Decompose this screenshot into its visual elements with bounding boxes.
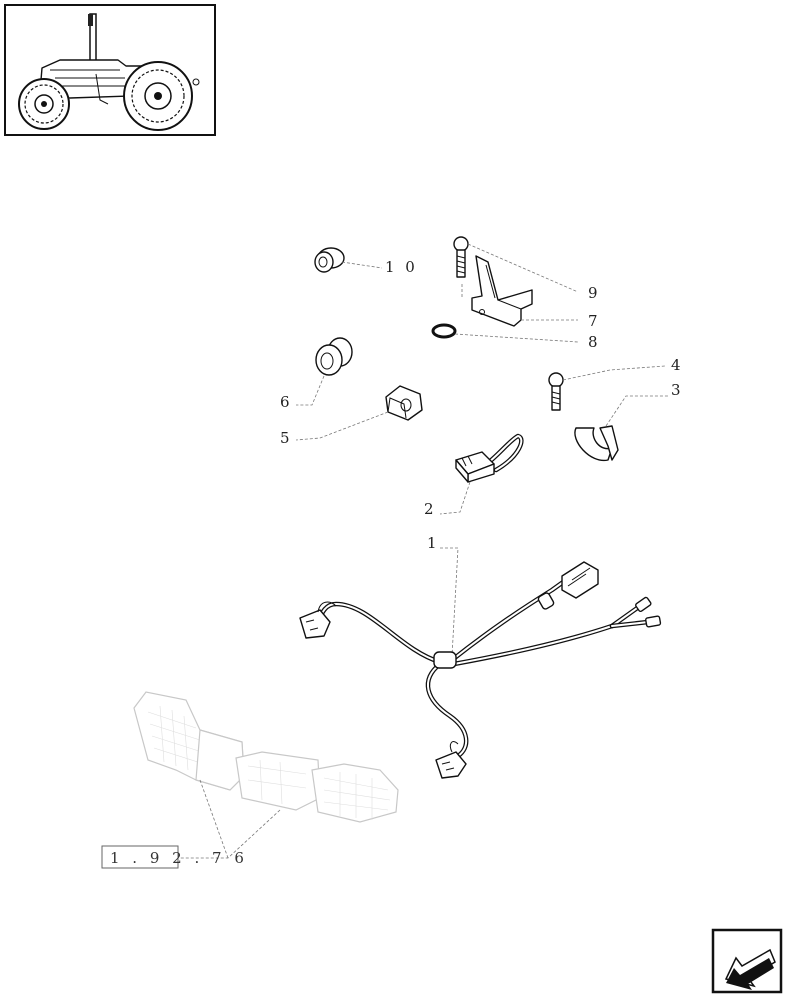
part-1-wiring-harness — [299, 547, 662, 779]
callout-7: 7 — [588, 312, 601, 330]
part-2-connector — [439, 433, 524, 515]
part-10-grommet — [314, 247, 383, 273]
callout-8: 8 — [588, 333, 601, 351]
reference-box[interactable]: 1 . 9 2 . 7 6 — [101, 845, 248, 869]
part-4-plug — [296, 337, 353, 406]
callout-5: 3 — [671, 381, 684, 399]
callout-3: 5 — [280, 429, 293, 447]
callout-10: 1 0 — [385, 258, 418, 276]
part-7-bracket — [471, 255, 578, 327]
callout-2: 2 — [424, 500, 437, 518]
part-3-block — [295, 385, 423, 441]
callout-4: 6 — [280, 393, 293, 411]
callout-1: 1 — [427, 534, 440, 552]
back-arrow-icon[interactable] — [711, 928, 783, 994]
part-8-washer — [431, 323, 579, 343]
part-5-clip — [574, 395, 668, 461]
callout-9: 9 — [588, 284, 601, 302]
reference-label: 1 . 9 2 . 7 6 — [110, 849, 248, 867]
ghost-rear-lamp-assembly — [133, 691, 399, 859]
part-9-screw — [453, 236, 579, 298]
tractor-thumbnail-icon — [4, 4, 216, 136]
part-6-screw — [548, 365, 666, 411]
callout-6: 4 — [671, 356, 684, 374]
